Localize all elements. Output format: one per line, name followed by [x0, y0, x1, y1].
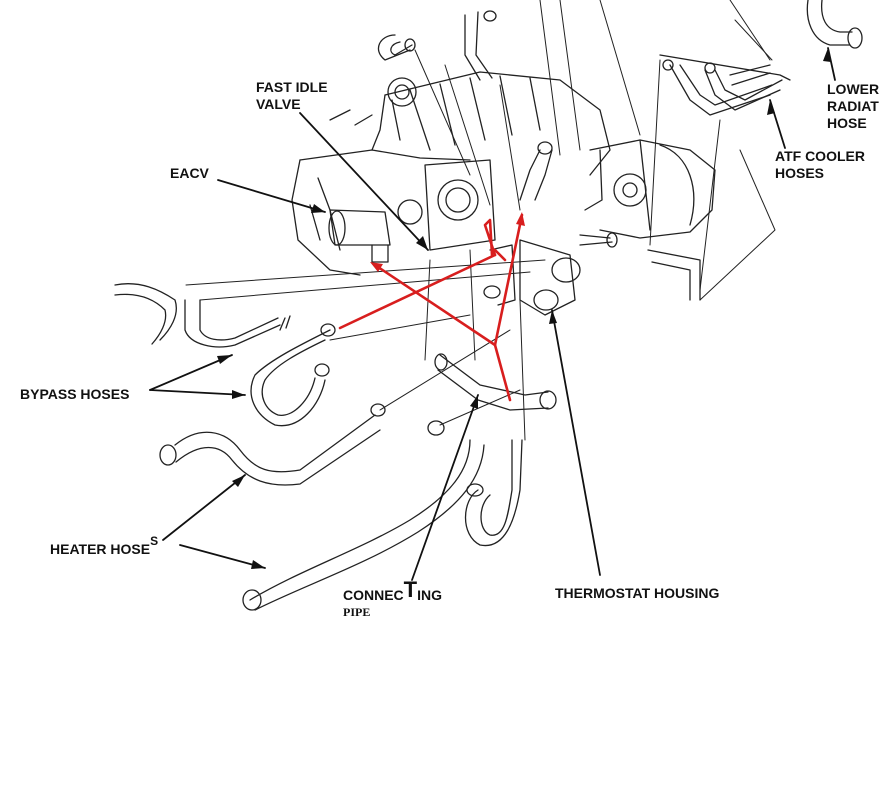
lower-radiator-hose-label: LOWER RADIAT HOSE [827, 81, 879, 132]
atf-cooler-hoses-label: ATF COOLER HOSES [775, 148, 865, 182]
bypass-hoses [114, 283, 336, 427]
label-pointers [149, 47, 836, 581]
connecting-pipe-label-line1: CONNECTING [343, 579, 443, 604]
eacv-label: EACV [170, 165, 209, 181]
lower-radiator-hose [806, 0, 863, 49]
connecting-pipe-label: CONNECTING PIPE [343, 579, 443, 621]
connecting-pipe-label-line2: PIPE [343, 605, 371, 619]
fast-idle-valve-label-line1: FAST IDLE [256, 79, 328, 95]
connecting-pipe-part-t: T [403, 577, 418, 602]
lower-radiator-label-line1: LOWER [827, 81, 880, 97]
fast-idle-valve-label-line2: VALVE [256, 96, 301, 112]
thermostat-housing-label: THERMOSTAT HOUSING [555, 585, 720, 601]
atf-cooler-label-line2: HOSES [775, 165, 825, 181]
bypass-hoses-label: BYPASS HOSES [20, 386, 130, 402]
heater-hoses-sup: S [150, 534, 159, 548]
leader-lines [185, 0, 776, 441]
fast-idle-valve-label: FAST IDLE VALVE [256, 79, 328, 113]
lower-radiator-label-line2: RADIAT [827, 98, 879, 114]
atf-cooler-hoses [647, 54, 791, 301]
upper-hoses [377, 10, 553, 201]
heater-hoses-label: HEATER HOSES [50, 534, 158, 559]
red-annotation-lines [338, 213, 524, 402]
engine-block [291, 71, 716, 411]
connecting-pipe-part-a: CONNEC [343, 587, 404, 603]
lower-radiator-label-line3: HOSE [827, 115, 867, 131]
label-arrowheads [217, 48, 831, 569]
heater-hoses [159, 403, 523, 611]
red-arrowheads [370, 212, 525, 272]
heater-hoses-text: HEATER HOSE [50, 541, 151, 557]
connecting-pipe-part-b: ING [417, 587, 443, 603]
atf-cooler-label-line1: ATF COOLER [775, 148, 865, 164]
